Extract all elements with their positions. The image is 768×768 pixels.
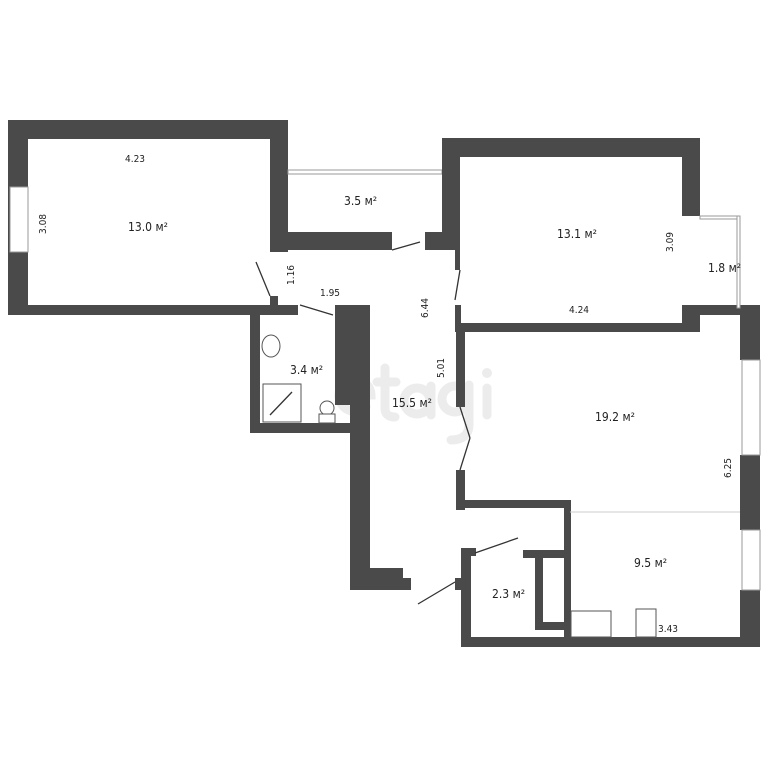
room-dim: 1.95 — [320, 288, 340, 299]
walls — [8, 120, 760, 647]
room-dim: 4.23 — [125, 154, 145, 165]
windows — [9, 186, 761, 591]
room-dim: 6.25 — [723, 458, 734, 478]
room-dim: 4.24 — [569, 305, 589, 316]
room-dim: 3.43 — [658, 624, 678, 635]
room-dim: 1.16 — [286, 265, 297, 285]
room-dim: 5.01 — [436, 358, 447, 378]
doors — [255, 241, 519, 605]
labels: 13.0 м² 4.23 3.08 3.5 м² 13.1 м² 4.24 3.… — [38, 154, 741, 635]
room-area: 3.5 м² — [344, 194, 377, 208]
room-area: 13.1 м² — [557, 227, 597, 241]
room-area: 9.5 м² — [634, 556, 667, 570]
kitchen-sink-icon — [570, 610, 612, 638]
room-area: 19.2 м² — [595, 410, 635, 424]
room-area: 3.4 м² — [290, 363, 323, 377]
sink-icon — [261, 334, 281, 358]
stove-icon — [635, 608, 657, 638]
toilet-icon — [319, 400, 335, 416]
room-dim: 6.44 — [420, 298, 431, 318]
room-area: 13.0 м² — [128, 220, 168, 234]
room-dim: 3.08 — [38, 214, 49, 234]
room-area: 2.3 м² — [492, 587, 525, 601]
room-area: 15.5 м² — [392, 396, 432, 410]
room-dim: 3.09 — [665, 232, 676, 252]
room-area: 1.8 м² — [708, 261, 741, 275]
fixtures — [261, 334, 657, 638]
